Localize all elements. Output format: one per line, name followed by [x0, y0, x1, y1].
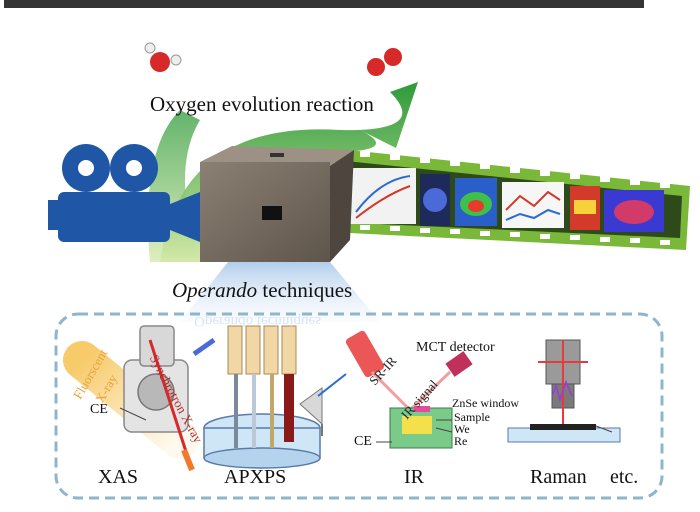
oxygen-molecule-icon [367, 48, 402, 76]
reaction-label: Oxygen evolution reaction [150, 92, 374, 116]
ir-setup-illustration [345, 330, 473, 449]
apxps-label: APXPS [224, 466, 287, 488]
raman-label: Raman [530, 466, 587, 488]
mct-label: MCT detector [416, 340, 495, 355]
operando-label: Operando techniques [172, 278, 352, 303]
water-molecule-icon [144, 42, 182, 72]
film-strip [330, 148, 690, 250]
re-label: Re [454, 434, 468, 448]
operando-beam [180, 262, 380, 322]
cropped-text-strip [4, 0, 644, 8]
apxps-setup-illustration [203, 325, 347, 469]
operando-rest: techniques [257, 278, 353, 302]
raman-setup-illustration [507, 339, 621, 443]
we-label: We [454, 422, 470, 436]
etc-label: etc. [610, 466, 639, 488]
operando-reflection: Operando techniques [194, 313, 322, 329]
techniques-panel [54, 312, 664, 500]
znse-label: ZnSe window [452, 396, 519, 410]
ir-ce-label: CE [354, 434, 372, 449]
xas-ce-label: CE [90, 402, 108, 417]
sample-label: Sample [454, 410, 490, 424]
black-box [200, 146, 354, 262]
xas-label: XAS [98, 466, 139, 488]
xas-setup-illustration [63, 325, 216, 472]
movie-camera-icon [48, 144, 200, 242]
operando-italic: Operando [172, 278, 258, 302]
ir-label: IR [404, 466, 424, 488]
